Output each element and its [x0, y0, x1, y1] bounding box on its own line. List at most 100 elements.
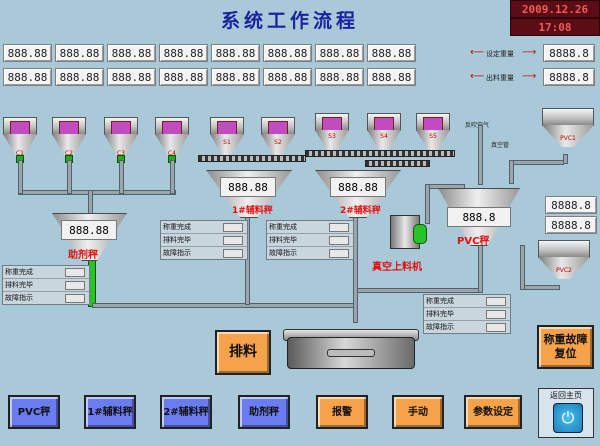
pipe [425, 184, 430, 224]
tank-window-icon [322, 117, 342, 131]
air-inlet-label: 反吹空气 [465, 122, 490, 129]
tank-label: PVC2 [556, 267, 572, 274]
set-weight-display: 8888.8 [543, 44, 595, 62]
out-arrow-left-icon: ⟵ [470, 71, 485, 82]
manual-button[interactable]: 手动 [392, 395, 444, 429]
date-display: 2009.12.26 [510, 0, 600, 18]
tank-c1: C1 [3, 117, 37, 165]
nav-aux1-scale-button[interactable]: 1#辅料秤 [84, 395, 136, 429]
tank-s1: S1 [210, 117, 244, 157]
status-indicator [223, 223, 243, 232]
pipe [520, 285, 560, 290]
tank-window-icon [423, 117, 443, 131]
back-to-home-button[interactable]: 返回主页 [538, 388, 594, 438]
tank-s5: S5 [416, 113, 450, 153]
status-indicator [329, 249, 349, 258]
top-display: 888.88 [263, 68, 312, 86]
page-title: 系统工作流程 [220, 10, 359, 32]
tank-label: C4 [167, 150, 176, 157]
vacuum-loader-label: 真空上料机 [372, 262, 422, 273]
tank-window-icon [374, 117, 394, 131]
out-weight-display: 8888.8 [543, 68, 595, 86]
aux1-scale-label: 1#辅料秤 [232, 206, 273, 216]
aux2-scale-display: 888.88 [330, 177, 386, 197]
tank-window-icon [268, 121, 288, 135]
top-display: 888.88 [211, 44, 260, 62]
pipe [18, 190, 176, 195]
top-display: 888.88 [55, 44, 104, 62]
set-arrow-right-icon: ⟶ [522, 47, 537, 58]
tank-label: S5 [429, 133, 437, 140]
additive-status-panel: 称重完成 排料完毕 故障指示 [2, 265, 90, 305]
back-to-home-label: 返回主页 [550, 391, 582, 400]
status-indicator [65, 294, 85, 303]
tank-window-icon [59, 121, 79, 135]
tank-window-icon [217, 121, 237, 135]
status-row: 排料完毕 [3, 279, 89, 292]
status-row: 排料完毕 [424, 308, 510, 321]
status-indicator [223, 249, 243, 258]
status-row: 故障指示 [161, 247, 247, 259]
status-row: 故障指示 [3, 292, 89, 304]
aux1-status-panel: 称重完成 排料完毕 故障指示 [160, 220, 248, 260]
mixer-blade-icon [327, 349, 375, 357]
status-row: 称重完成 [424, 295, 510, 308]
tank-label: S3 [328, 133, 336, 140]
top-display: 888.88 [263, 44, 312, 62]
set-weight-label: 设定重量 [486, 50, 514, 58]
tank-window-icon [111, 121, 131, 135]
pvc-side-display: 8888.8 [545, 196, 597, 214]
pipe [18, 160, 23, 194]
fault-reset-button[interactable]: 称重故障复位 [537, 325, 594, 369]
pvc-side-display: 8888.8 [545, 216, 597, 234]
nav-additive-scale-button[interactable]: 助剂秤 [238, 395, 290, 429]
status-indicator [65, 268, 85, 277]
top-display: 888.88 [367, 44, 416, 62]
tank-label: C2 [64, 150, 73, 157]
status-indicator [65, 281, 85, 290]
pipe [509, 160, 564, 165]
pvc-status-panel: 称重完成 排料完毕 故障指示 [423, 294, 511, 334]
pipe [119, 160, 124, 194]
status-row: 排料完毕 [161, 234, 247, 247]
top-display: 888.88 [3, 68, 52, 86]
status-row: 故障指示 [424, 321, 510, 333]
power-icon [553, 403, 583, 433]
tank-label: S1 [223, 139, 231, 146]
aux1-scale-display: 888.88 [220, 177, 276, 197]
tank-c3: C3 [104, 117, 138, 165]
top-display: 888.88 [3, 44, 52, 62]
top-display: 888.88 [159, 68, 208, 86]
tank-s2: S2 [261, 117, 295, 157]
screw-conveyor [305, 150, 455, 157]
additive-scale-display: 888.88 [61, 220, 117, 240]
tank-s4: S4 [367, 113, 401, 153]
status-indicator [223, 236, 243, 245]
mixer [283, 325, 419, 373]
top-display: 888.88 [315, 68, 364, 86]
set-arrow-left-icon: ⟵ [470, 47, 485, 58]
vacuum-pipe-label: 真空管 [491, 142, 510, 149]
status-indicator [486, 310, 506, 319]
status-row: 故障指示 [267, 247, 353, 259]
nav-pvc-scale-button[interactable]: PVC秤 [8, 395, 60, 429]
pipe [563, 154, 568, 164]
top-display: 888.88 [107, 68, 156, 86]
status-indicator [329, 236, 349, 245]
tank-label: PVC1 [560, 135, 576, 142]
tank-s3: S3 [315, 113, 349, 153]
alarm-button[interactable]: 报警 [316, 395, 368, 429]
nav-aux2-scale-button[interactable]: 2#辅料秤 [160, 395, 212, 429]
out-weight-label: 出料重量 [486, 74, 514, 82]
aux2-scale-label: 2#辅料秤 [340, 206, 381, 216]
status-row: 称重完成 [3, 266, 89, 279]
time-display: 17:08 [510, 18, 600, 36]
parameter-settings-button[interactable]: 参数设定 [464, 395, 522, 429]
status-row: 称重完成 [267, 221, 353, 234]
top-display: 888.88 [211, 68, 260, 86]
discharge-button[interactable]: 排料 [215, 330, 271, 375]
tank-label: S4 [380, 133, 388, 140]
top-display: 888.88 [107, 44, 156, 62]
tank-label: C1 [15, 150, 24, 157]
